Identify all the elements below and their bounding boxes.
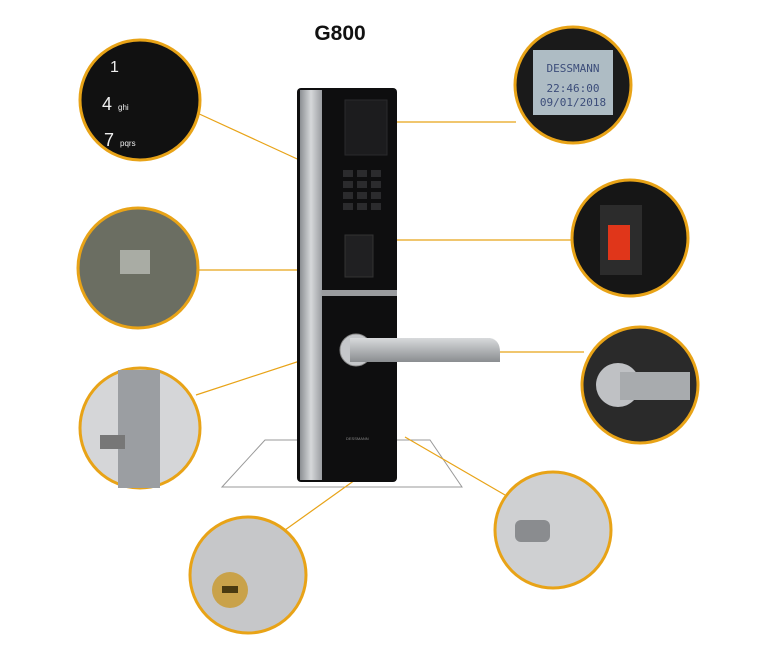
key-4: 4: [102, 94, 112, 114]
product-title: G800: [314, 22, 366, 45]
fingerprint-detail-circle: [570, 178, 690, 298]
key-4-letters: ghi: [118, 103, 129, 112]
lock-brand-label: DESSMANN: [346, 436, 369, 441]
lcd-time: 22:46:00: [547, 82, 600, 95]
keypad-detail-circle: 1 4 ghi 7 pqrs: [78, 38, 202, 162]
fingerprint-sensor: [344, 234, 374, 278]
key-1: 1: [110, 59, 119, 76]
lcd-brand: DESSMANN: [547, 62, 600, 75]
key-7: 7: [104, 130, 114, 150]
floor-outline: [220, 439, 463, 488]
key-7-letters: pqrs: [120, 139, 136, 148]
latch-bolt-detail-circle: [78, 366, 202, 490]
keypad: [343, 170, 381, 210]
door-handle: [350, 338, 500, 362]
handle-detail-circle: [580, 325, 700, 445]
key-cylinder-detail-circle: [188, 515, 308, 635]
lcd-date: 09/01/2018: [540, 96, 606, 109]
deadbolt-detail-circle: [493, 470, 613, 590]
door-lock-body: DESSMANN: [297, 88, 500, 482]
lcd-detail-circle: DESSMANN 22:46:00 09/01/2018: [513, 25, 633, 145]
lcd-screen: [344, 99, 388, 156]
motor-detail-circle: [76, 206, 200, 330]
